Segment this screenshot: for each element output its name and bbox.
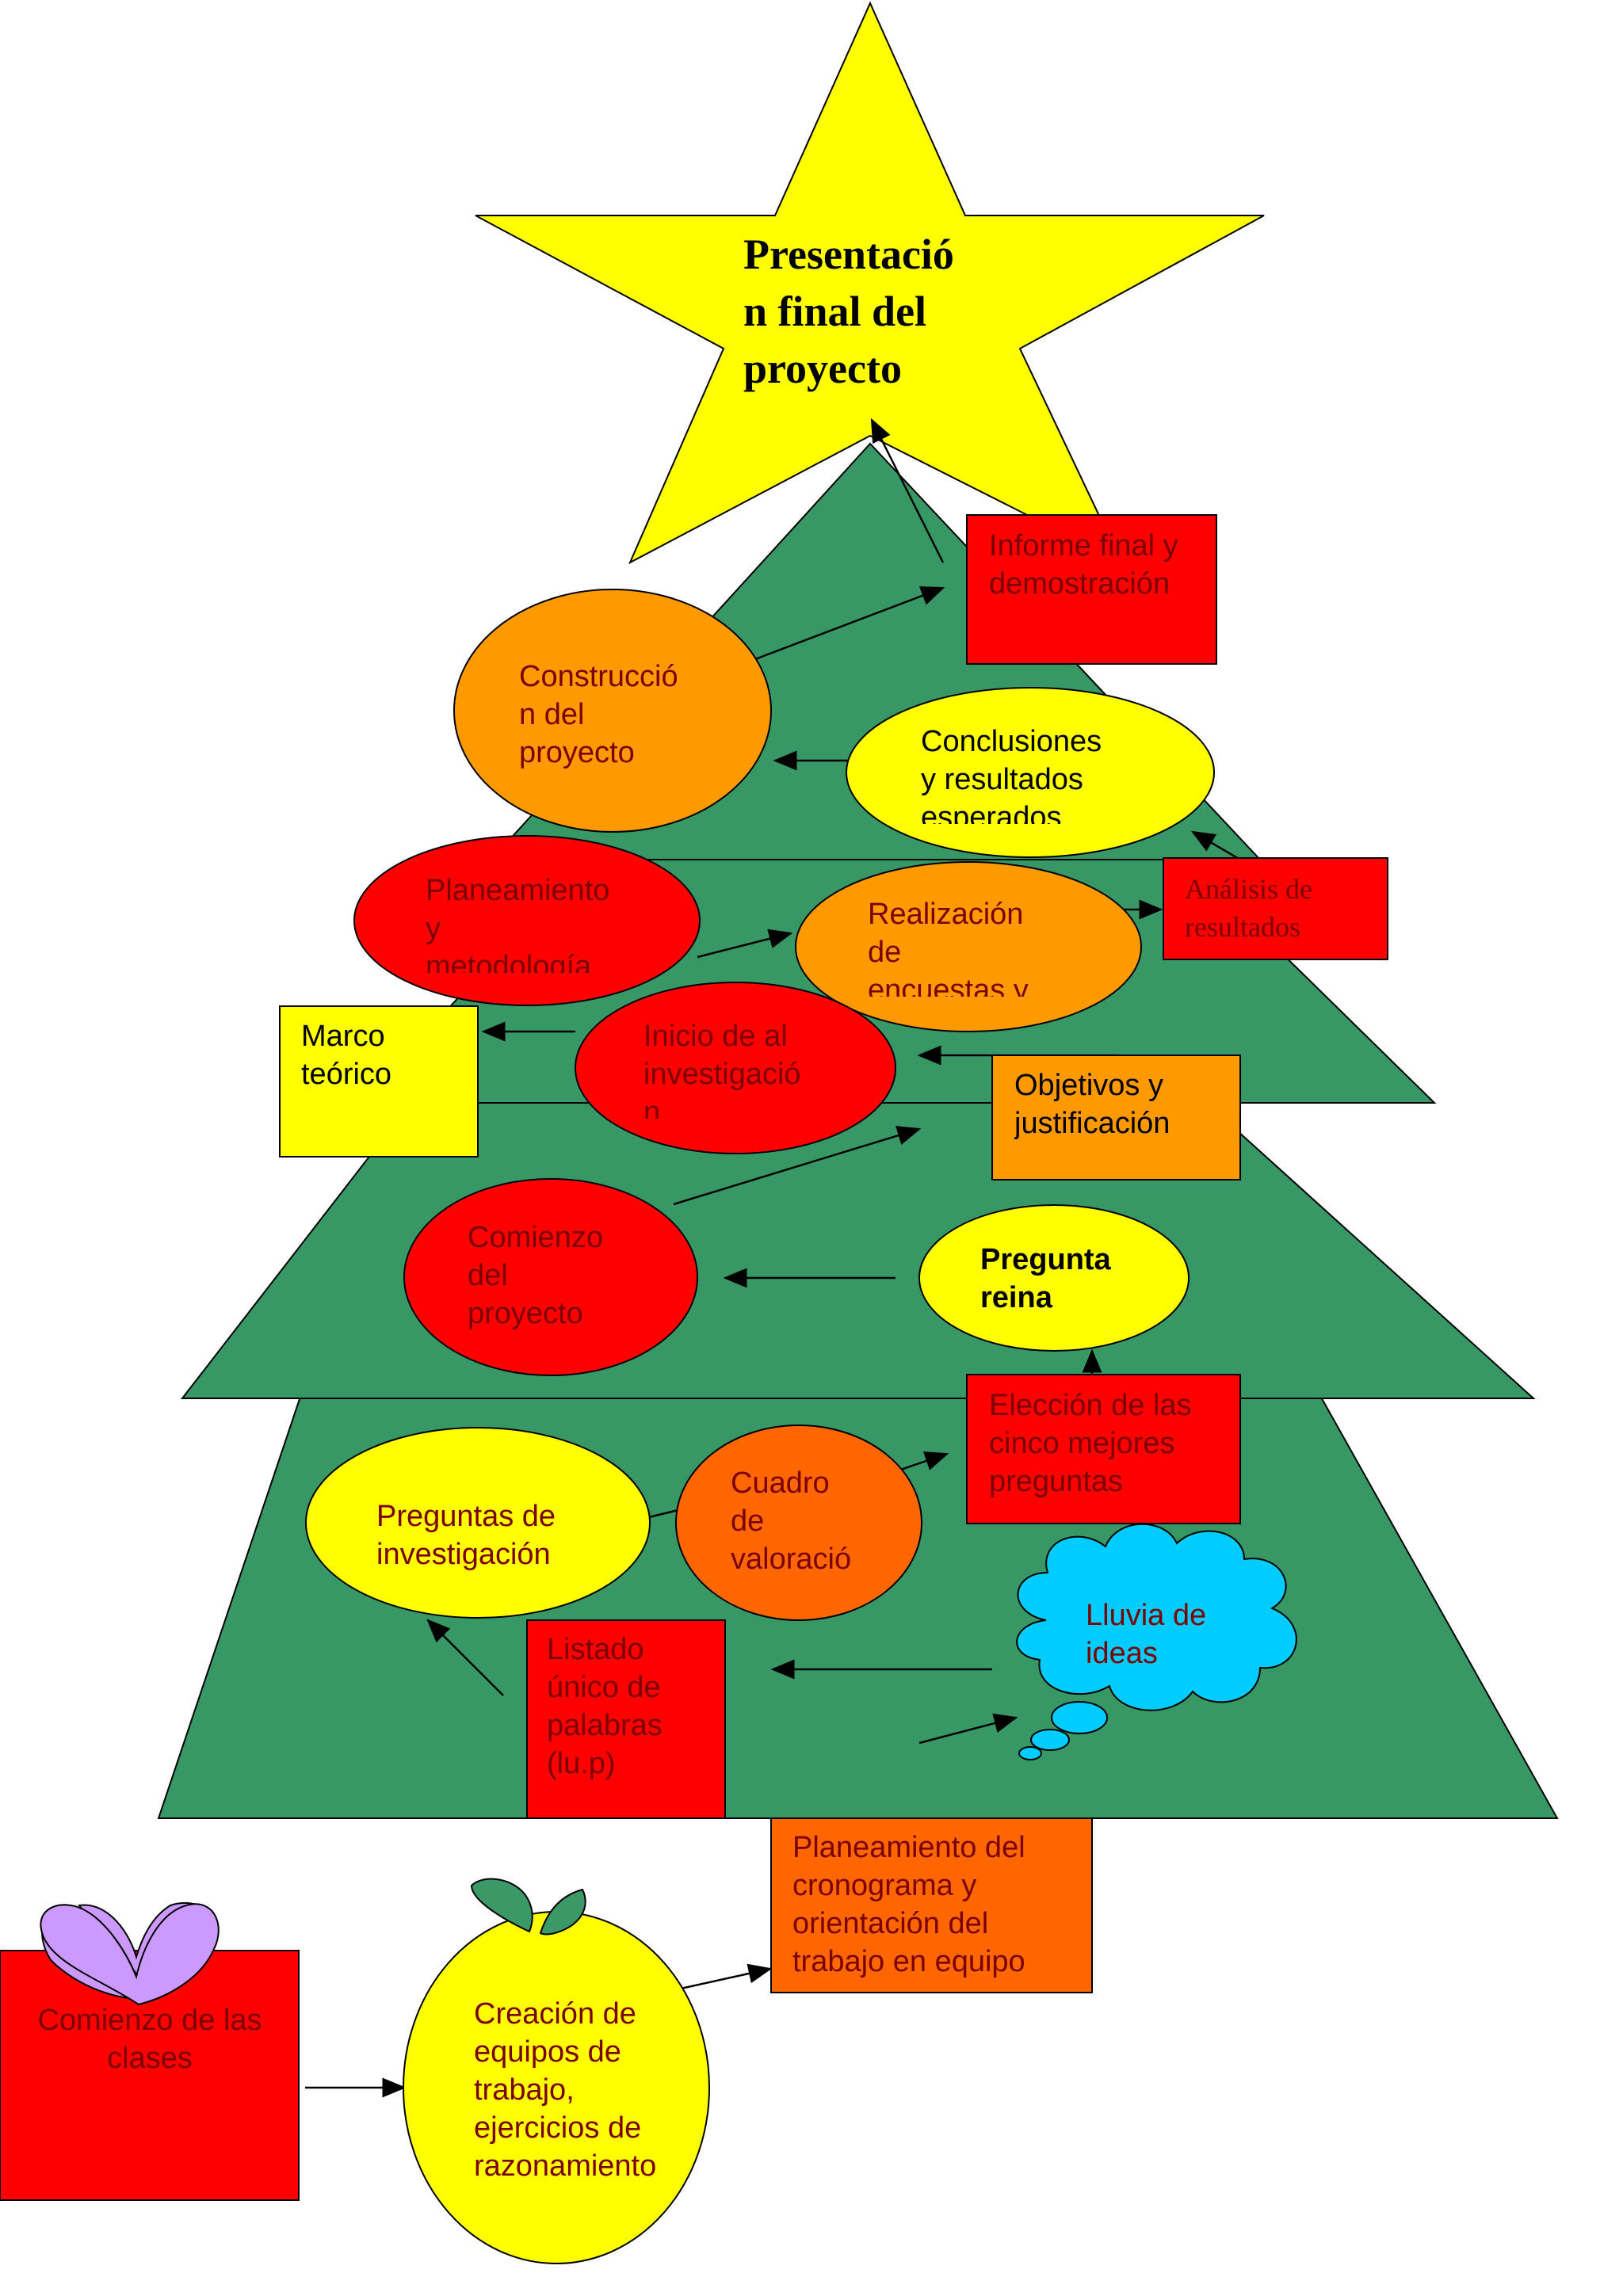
- label-listado-unico: Listado único de palabras (lu.p): [547, 1630, 717, 1789]
- label-realizacion-encuestas: Realización de encuestas y: [868, 895, 1066, 997]
- label-creacion-equipos: Creación de equipos de trabajo, ejercici…: [474, 1995, 680, 2193]
- label-comienzo-proyecto: Comienzo del proyecto: [468, 1219, 642, 1337]
- label-pregunta-reina: Pregunta reina: [980, 1241, 1139, 1320]
- label-objetivos: Objetivos y justificación: [1014, 1066, 1236, 1146]
- label-marco-teorico: Marco teórico: [301, 1017, 468, 1097]
- label-lluvia-ideas: Lluvia de ideas: [1086, 1596, 1244, 1676]
- label-inicio-investigacion: Inicio de al investigació n: [643, 1017, 834, 1119]
- label-informe-final: Informe final y demostración: [989, 527, 1215, 606]
- label-analisis: Análisis de resultados: [1185, 870, 1383, 949]
- label-planeamiento-metodologia: Planeamiento y metodología: [426, 871, 632, 973]
- label-comienzo-clases: Comienzo de las clases: [16, 2001, 284, 2081]
- label-planeamiento-cronograma: Planeamiento del cronograma y orientació…: [792, 1829, 1086, 1987]
- star-title: Presentació n final del proyecto: [743, 226, 1005, 404]
- label-preguntas-investigacion: Preguntas de investigación: [376, 1497, 606, 1577]
- label-conclusiones: Conclusiones y resultados esperados: [921, 723, 1143, 824]
- label-cuadro-valoracion: Cuadro de valoració: [731, 1464, 881, 1583]
- label-construccion: Construcció n del proyecto: [519, 658, 717, 776]
- arrow-creacion-to-planeamiento: [674, 1969, 770, 1990]
- label-eleccion: Elección de las cinco mejores preguntas: [989, 1386, 1239, 1505]
